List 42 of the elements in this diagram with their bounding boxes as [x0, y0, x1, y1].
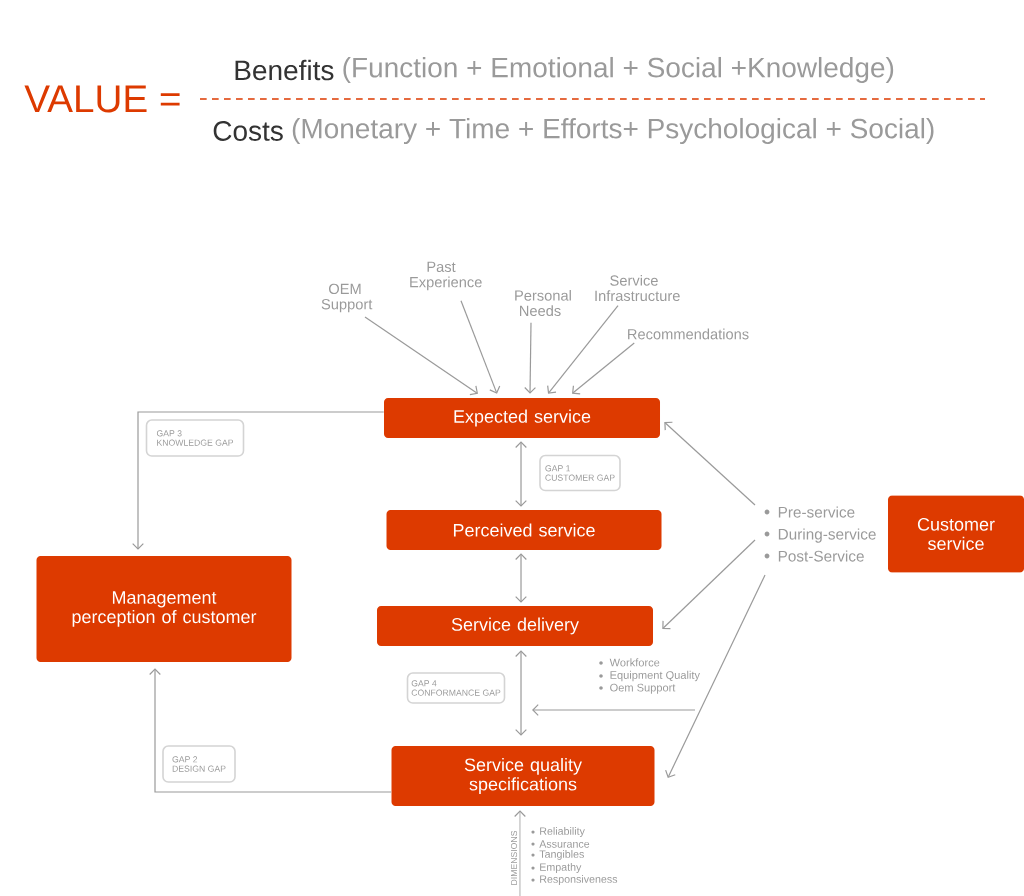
arrow [515, 650, 527, 736]
equation-text: (Monetary + Time + Efforts+ Psychological + Social) [292, 117, 934, 145]
dimension-item: Reliability [540, 827, 585, 837]
arrow [662, 539, 756, 630]
dimensions-label: DIMENSIONS [510, 830, 518, 885]
dimension-item: Empathy [540, 863, 582, 873]
arrow [460, 300, 501, 394]
bullet-list: Pre-service During-service Post-Service [778, 506, 876, 562]
dimension-item: Assurance [539, 840, 590, 848]
arrow [664, 421, 756, 506]
factor-label: Past Experience [410, 261, 482, 291]
dimension-item: Responsiveness [540, 875, 618, 885]
arrow [364, 316, 478, 396]
process-box: Management perception of customer [36, 556, 292, 662]
equation-text: Costs [213, 121, 283, 141]
arrow [665, 574, 766, 778]
arrow [149, 668, 392, 793]
process-box: Service quality specifications [391, 746, 655, 806]
gap-badge: GAP 4 CONFORMANCE GAP [406, 672, 506, 704]
process-box: Expected service [384, 398, 660, 438]
arrow [515, 441, 527, 507]
arrow [524, 322, 537, 394]
factor-label: OEM Support [321, 283, 373, 313]
gap-badge: GAP 2 DESIGN GAP [162, 745, 236, 783]
dimension-item: Tangibles [539, 850, 584, 860]
arrow [132, 411, 385, 550]
factor-label: Service Infrastructure [595, 274, 680, 302]
gap-badge: GAP 1 CUSTOMER GAP [539, 454, 621, 492]
arrow [515, 553, 527, 603]
factor-label: Recommendations [628, 328, 749, 340]
equation-text: (Function + Emotional + Social +Knowledge) [343, 56, 894, 84]
equation-text: VALUE = [24, 85, 180, 113]
process-box: Customer service [888, 495, 1024, 573]
process-box: Perceived service [386, 510, 662, 550]
bullet-list: Workforce Equipment Quality Oem Support [609, 658, 700, 694]
arrow [532, 704, 696, 716]
process-box: Service delivery [377, 606, 653, 646]
factor-label: Personal Needs [515, 289, 571, 317]
arrow [547, 305, 619, 394]
gap-badge: GAP 3 KNOWLEDGE GAP [145, 419, 245, 457]
arrow [572, 342, 635, 395]
equation-text: Benefits [235, 59, 334, 81]
